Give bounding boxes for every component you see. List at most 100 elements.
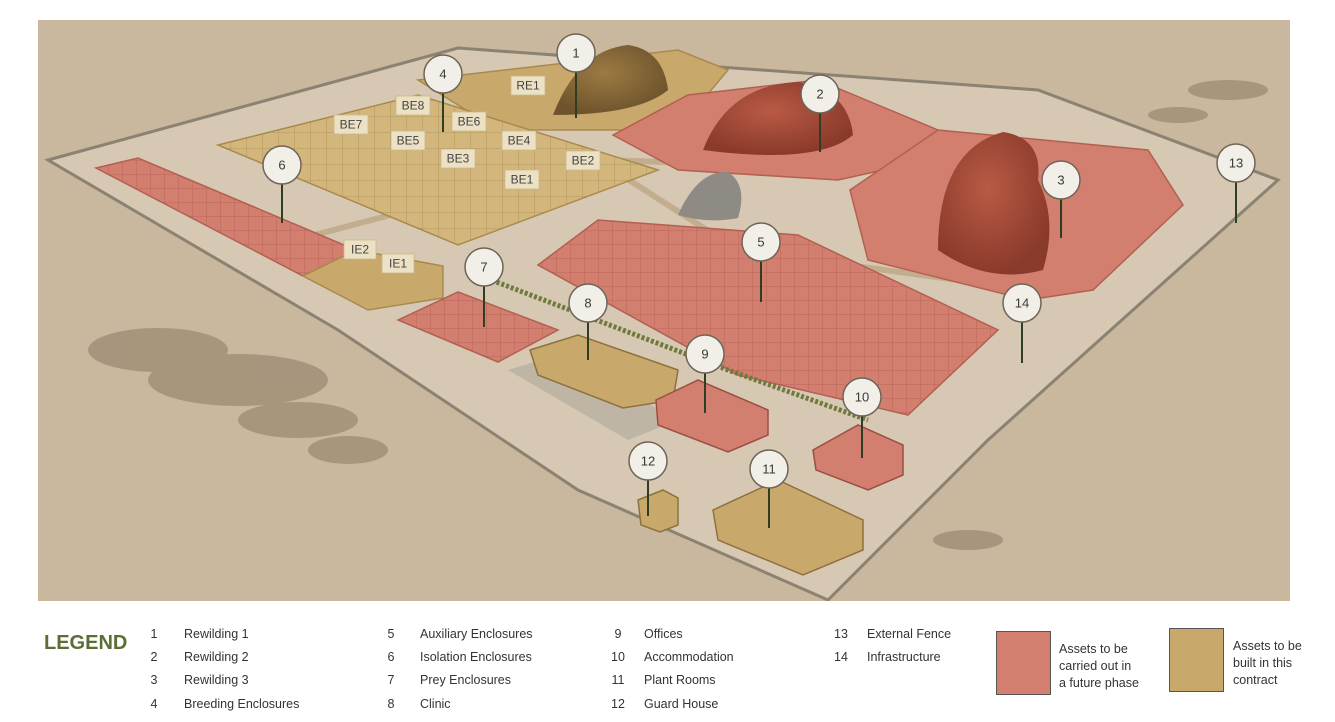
legend-item-12-number: 12 [611,697,625,711]
tag-be3: BE3 [440,148,476,169]
callout-8: 8 [568,283,608,323]
tag-re1-text: RE1 [516,79,540,93]
legend-item-6-number: 6 [387,650,395,664]
isolation-enclosures-grid [96,158,356,276]
callout-13: 13 [1216,143,1256,183]
legend-item-3-number: 3 [150,673,158,687]
legend-item-11-label: Plant Rooms [644,673,716,687]
legend-item-10-number: 10 [611,650,625,664]
callout-11-number: 11 [762,462,776,477]
callout-6-number: 6 [278,158,285,173]
callout-14-number: 14 [1015,296,1029,311]
legend-title: LEGEND [44,632,128,654]
tag-be5: BE5 [390,130,426,151]
key-future-line-1: Assets to be [1059,642,1128,656]
callout-5-number: 5 [757,235,764,250]
legend-item-1-label: Rewilding 1 [184,627,249,641]
tag-be6: BE6 [451,111,487,132]
callout-2: 2 [800,74,840,114]
rewilding-1-rock [553,45,668,115]
legend-item-8-label: Clinic [420,697,451,711]
legend-item-7-number: 7 [387,673,395,687]
tag-be5-text: BE5 [397,134,420,148]
tag-be4: BE4 [501,130,537,151]
callout-8-number: 8 [584,296,591,311]
legend-item-7-label: Prey Enclosures [420,673,512,687]
callout-10-number: 10 [855,390,869,405]
key-contract-line-2: built in this [1233,656,1293,670]
tag-be7: BE7 [333,114,369,135]
legend-item-2-label: Rewilding 2 [184,650,249,664]
key-swatch-this-contract [1169,628,1224,692]
legend-item-6-label: Isolation Enclosures [420,650,532,664]
callout-5: 5 [741,222,781,262]
callout-3-number: 3 [1057,173,1064,188]
callout-9: 9 [685,334,725,374]
rewilding-3-rock [938,132,1050,275]
callout-7-number: 7 [480,260,487,275]
legend-item-10-label: Accommodation [644,650,734,664]
key-future-line-3: a future phase [1059,676,1139,690]
prey-enclosures-grid [398,292,558,362]
legend-item-13-label: External Fence [867,627,952,641]
legend-item-1-number: 1 [150,627,158,641]
legend-item-12-label: Guard House [644,697,719,711]
legend-item-13-number: 13 [834,627,848,641]
callout-4-number: 4 [439,67,446,82]
site-aerial-render: 1 2 3 4 5 6 7 8 9 10 11 12 13 14 RE1 BE8… [38,20,1290,601]
key-contract-line-3: contract [1233,673,1278,687]
central-rock [678,171,742,221]
callout-4: 4 [423,54,463,94]
tag-be3-text: BE3 [447,152,470,166]
tag-be8-text: BE8 [402,99,425,113]
tag-be2: BE2 [565,150,601,171]
callout-7: 7 [464,247,504,287]
legend-item-11-number: 11 [611,673,625,687]
tag-be4-text: BE4 [508,134,531,148]
tag-ie2: IE2 [343,239,377,260]
callout-6: 6 [262,145,302,185]
callout-12: 12 [628,441,668,481]
legend-item-5-number: 5 [387,627,395,641]
legend-item-9-number: 9 [614,627,622,641]
callout-1-number: 1 [572,46,579,61]
legend-item-9-label: Offices [644,627,683,641]
key-swatch-future-phase [996,631,1051,695]
callout-9-number: 9 [701,347,708,362]
breeding-enclosures-grid [218,95,658,245]
tag-be7-text: BE7 [340,118,363,132]
legend-item-14-number: 14 [834,650,848,664]
key-label-this-contract: Assets to be built in this contract [1233,638,1333,689]
legend-item-3-label: Rewilding 3 [184,673,249,687]
callout-12-number: 12 [641,454,655,469]
tag-be8: BE8 [395,95,431,116]
callout-13-number: 13 [1229,156,1243,171]
callout-1: 1 [556,33,596,73]
tag-ie1: IE1 [381,253,415,274]
auxiliary-enclosures-grid [538,220,998,415]
legend-item-8-number: 8 [387,697,395,711]
tag-be6-text: BE6 [458,115,481,129]
callout-14: 14 [1002,283,1042,323]
key-contract-line-1: Assets to be [1233,639,1302,653]
tag-be1-text: BE1 [511,173,534,187]
hedge-line [477,272,869,423]
legend-item-2-number: 2 [150,650,158,664]
tag-be1: BE1 [504,169,540,190]
callout-10: 10 [842,377,882,417]
callout-3: 3 [1041,160,1081,200]
scrub-vegetation [88,80,1268,550]
callout-11: 11 [749,449,789,489]
tag-ie1-text: IE1 [389,257,407,271]
legend-item-14-label: Infrastructure [867,650,941,664]
tag-re1: RE1 [510,75,546,96]
tag-ie2-text: IE2 [351,243,369,257]
key-future-line-2: carried out in [1059,659,1132,673]
key-label-future-phase: Assets to be carried out in a future pha… [1059,641,1159,692]
tag-be2-text: BE2 [572,154,595,168]
offices-building [655,379,769,453]
legend-item-5-label: Auxiliary Enclosures [420,627,533,641]
legend-item-4-number: 4 [150,697,158,711]
callout-2-number: 2 [816,87,823,102]
legend-item-4-label: Breeding Enclosures [184,697,300,711]
